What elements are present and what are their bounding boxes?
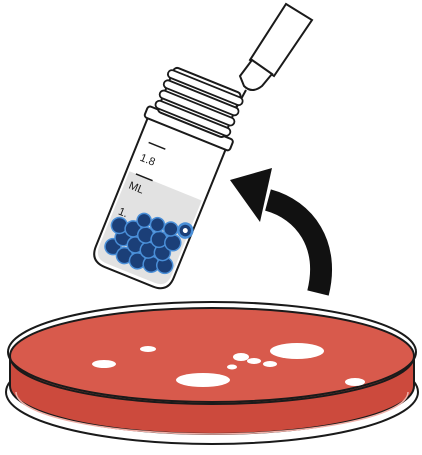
colony	[140, 346, 156, 352]
colony	[247, 358, 261, 364]
colony	[176, 373, 230, 387]
colony	[345, 378, 365, 386]
arrow-head	[230, 168, 272, 222]
petri-dish	[6, 302, 418, 444]
colony	[92, 360, 116, 368]
arrow-shaft	[268, 200, 321, 293]
colony	[270, 343, 324, 359]
colony	[233, 353, 249, 361]
colony	[263, 361, 277, 367]
transfer-arrow	[230, 168, 321, 293]
colony	[227, 365, 237, 370]
petri-dish-agar-surface	[10, 308, 414, 404]
cryovial: 1.8 ML 1.	[86, 63, 251, 294]
pipette	[234, 4, 312, 112]
